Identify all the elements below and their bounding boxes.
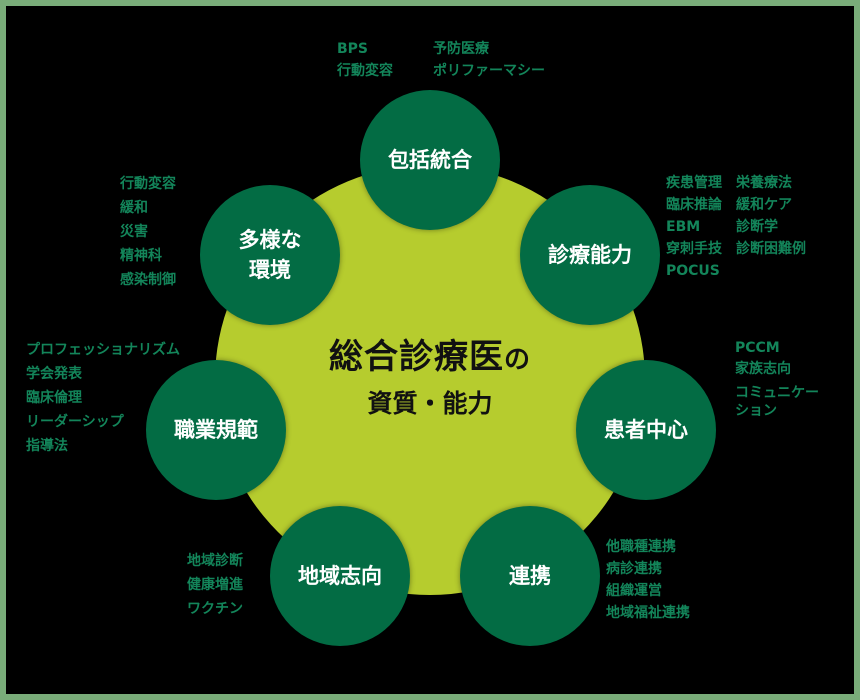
node-label: 患者中心 [604, 417, 688, 442]
list-chiiki: 地域診断 健康増進 ワクチン [187, 549, 243, 621]
node-label: 連携 [509, 563, 551, 588]
node-label: 診療能力 [548, 242, 632, 267]
list-item: BPS [337, 41, 369, 57]
list-item: 組織運営 [606, 583, 662, 599]
list-item: 臨床倫理 [26, 390, 82, 406]
node-kanja: 患者中心 [576, 360, 716, 500]
node-label-line1: 多様な [238, 227, 302, 252]
list-houkatsu: BPS 行動変容 予防医療 ポリファーマシー [337, 38, 545, 82]
list-item: 行動変容 [120, 176, 176, 192]
list-shinryo: 疾患管理 臨床推論 EBM 穿刺手技 POCUS 栄養療法 緩和ケア 診断学 診… [666, 172, 806, 282]
list-item: 精神科 [120, 248, 162, 264]
list-item: 穿刺手技 [666, 241, 722, 257]
node-shinryo: 診療能力 [520, 185, 660, 325]
node-chiiki: 地域志向 [270, 506, 410, 646]
diagram-frame: 総合診療医の 資質・能力 包括統合 BPS 行動変容 予防医療 ポリファーマシー… [6, 6, 854, 694]
list-item: 指導法 [26, 438, 68, 454]
node-label: 包括統合 [388, 147, 472, 172]
node-shokugyo: 職業規範 [146, 360, 286, 500]
list-item: 地域福祉連携 [606, 605, 690, 621]
node-label: 職業規範 [174, 417, 258, 442]
list-renkei: 他職種連携 病診連携 組織運営 地域福祉連携 [606, 536, 690, 624]
title-line1: 総合診療医 [328, 337, 504, 377]
node-houkatsu: 包括統合 [360, 90, 500, 230]
list-item: 診断困難例 [736, 241, 806, 257]
list-item: 行動変容 [337, 63, 393, 79]
list-item: 緩和 [120, 200, 148, 216]
list-item: EBM [666, 219, 701, 235]
list-item: ワクチン [187, 601, 243, 617]
list-kanja: PCCM 家族志向 コミュニケー ション [735, 338, 819, 420]
list-item: 災害 [120, 224, 148, 240]
list-item: POCUS [666, 263, 720, 279]
title-line2: 資質・能力 [367, 389, 493, 418]
title-no: の [503, 345, 531, 375]
node-label-line2: 環境 [249, 258, 291, 282]
list-item: ション [735, 403, 777, 419]
list-item: 感染制御 [120, 272, 176, 288]
list-shokugyo: プロフェッショナリズム 学会発表 臨床倫理 リーダーシップ 指導法 [26, 338, 180, 458]
list-item: 疾患管理 [666, 175, 722, 191]
list-item: 診断学 [736, 219, 778, 235]
list-item: 学会発表 [26, 366, 82, 382]
list-tayou: 行動変容 緩和 災害 精神科 感染制御 [120, 172, 176, 292]
list-item: 健康増進 [187, 577, 243, 593]
center-title: 総合診療医の 資質・能力 [280, 329, 580, 420]
list-item: 地域診断 [187, 553, 243, 569]
list-item: ポリファーマシー [433, 63, 545, 79]
list-item: リーダーシップ [26, 414, 124, 430]
list-item: 緩和ケア [736, 197, 792, 213]
list-item: コミュニケー [735, 385, 819, 401]
list-item: プロフェッショナリズム [26, 342, 180, 358]
list-item: 栄養療法 [736, 175, 792, 191]
list-item: PCCM [735, 340, 780, 356]
node-label: 地域志向 [298, 563, 382, 588]
list-item: 病診連携 [606, 561, 662, 577]
list-item: 家族志向 [735, 361, 791, 377]
list-item: 他職種連携 [606, 539, 676, 555]
list-item: 予防医療 [433, 41, 489, 57]
node-renkei: 連携 [460, 506, 600, 646]
list-item: 臨床推論 [666, 197, 722, 213]
node-tayou: 多様な 環境 [200, 185, 340, 325]
